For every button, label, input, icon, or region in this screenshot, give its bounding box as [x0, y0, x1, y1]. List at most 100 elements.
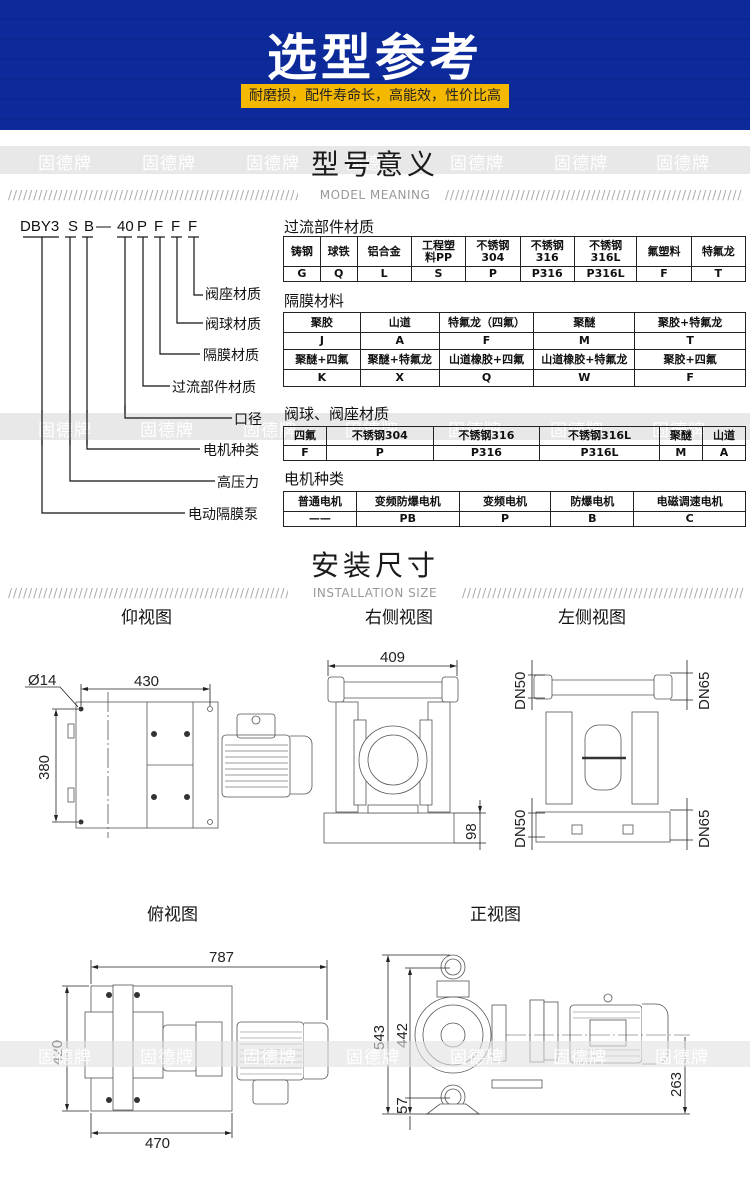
code-part: —	[96, 218, 111, 235]
section-title-model: 型号意义	[310, 148, 439, 181]
material-code-cell: J	[283, 332, 361, 350]
table-row: 聚胶山道特氟龙（四氟）聚醚聚胶+特氟龙	[283, 312, 746, 333]
code-part: F	[154, 218, 163, 235]
material-name-cell: 山道橡胶+特氟龙	[533, 349, 636, 370]
view-title-front: 正视图	[470, 905, 521, 925]
material-name-cell: 球铁	[319, 236, 358, 267]
watermark: 固德牌	[38, 421, 92, 440]
material-code-cell: F	[636, 266, 692, 282]
section-subtitle-model: ////////////////////////////////////////…	[0, 188, 750, 204]
table-title-motor: 电机种类	[284, 470, 345, 488]
motor-name-cell: 普通电机	[283, 491, 357, 512]
material-code-cell: K	[283, 369, 361, 387]
material-name-cell: 聚醚+特氟龙	[359, 349, 440, 370]
watermark: 固德牌	[243, 1048, 297, 1067]
divider: ////////////////////////////////////////…	[462, 586, 744, 600]
material-code-cell: P	[465, 266, 521, 282]
legend-high-pressure: 高压力	[217, 475, 259, 491]
material-code-cell: T	[690, 266, 747, 282]
material-name-cell: 工程塑料PP	[410, 236, 467, 267]
material-code-cell: S	[410, 266, 467, 282]
material-code-cell: P	[326, 445, 434, 461]
dim-base-height: 98	[463, 823, 480, 840]
legend-pump-type: 电动隔膜泵	[188, 507, 258, 523]
material-code-cell: F	[438, 332, 535, 350]
material-name-cell: 特氟龙（四氟）	[438, 312, 535, 333]
code-part: P	[137, 218, 147, 235]
material-code-cell: F	[634, 369, 746, 387]
material-code-cell: P316	[519, 266, 575, 282]
divider: ////////////////////////////////////////…	[8, 188, 298, 202]
view-title-bottom: 仰视图	[121, 608, 172, 628]
dim-bottom-height: 380	[36, 755, 53, 780]
material-name-cell: 不锈钢316L	[539, 426, 660, 446]
material-code-cell: W	[533, 369, 636, 387]
legend-motor-type: 电机种类	[203, 443, 259, 459]
material-name-cell: 不锈钢316	[432, 426, 541, 446]
legend-valve-ball: 阀球材质	[205, 317, 261, 333]
material-code-cell: G	[283, 266, 321, 282]
legend-valve-seat: 阀座材质	[205, 287, 261, 303]
material-name-cell: 聚胶+四氟	[634, 349, 746, 370]
motor-name-cell: 变频电机	[458, 491, 552, 512]
motor-code-cell: C	[633, 511, 746, 527]
dim-motor-axis: 263	[668, 1072, 685, 1097]
legend-diaphragm: 隔膜材质	[203, 348, 259, 364]
dim-top-left: DN50	[512, 672, 529, 710]
watermark: 固德牌	[38, 154, 92, 174]
watermark: 固德牌	[450, 154, 504, 174]
front-view-drawing: 543 442 57 263	[371, 954, 690, 1130]
material-name-cell: 聚醚	[533, 312, 636, 333]
watermark-band: 固德牌 固德牌 固德牌 固德牌 固德牌 固德牌 固德牌	[0, 146, 750, 174]
watermark: 固德牌	[553, 1048, 607, 1067]
watermark: 固德牌	[140, 1048, 194, 1067]
watermark: 固德牌	[346, 154, 400, 174]
material-name-cell: 不锈钢304	[326, 426, 434, 446]
dim-top-right: DN65	[696, 672, 713, 710]
material-code-cell: F	[282, 445, 328, 461]
watermark: 固德牌	[140, 421, 194, 440]
dim-base-width: 470	[145, 1135, 170, 1152]
motor-name-cell: 防爆电机	[550, 491, 635, 512]
view-title-right: 右侧视图	[365, 608, 433, 628]
code-part: F	[188, 218, 197, 235]
material-code-cell: M	[658, 445, 703, 461]
watermark: 固德牌	[142, 154, 196, 174]
material-code-cell: A	[701, 445, 747, 461]
dim-hole-diameter: Ø14	[28, 672, 56, 689]
dim-total-length: 787	[209, 949, 234, 966]
material-name-cell: 山道橡胶+四氟	[438, 349, 535, 370]
table-title-diaphragm: 隔膜材料	[284, 292, 345, 310]
banner-subtitle: 耐磨损，配件寿命长，高能效，性价比高	[241, 84, 509, 108]
header-banner: 选型参考 耐磨损，配件寿命长，高能效，性价比高	[0, 0, 750, 130]
material-name-cell: 聚胶	[283, 312, 361, 333]
material-code-cell: Q	[319, 266, 358, 282]
motor-code-cell: ——	[283, 511, 357, 527]
material-name-cell: 聚胶+特氟龙	[634, 312, 746, 333]
code-part: B	[84, 218, 94, 235]
motor-name-cell: 变频防爆电机	[355, 491, 460, 512]
subtitle-text: MODEL MEANING	[319, 188, 431, 202]
view-title-top: 俯视图	[147, 905, 198, 925]
motor-name-cell: 电磁调速电机	[633, 491, 746, 512]
code-part: S	[68, 218, 78, 235]
watermark: 固德牌	[656, 154, 710, 174]
watermark: 固德牌	[346, 1048, 400, 1067]
code-part: DBY3	[20, 218, 59, 235]
table-title-wetted: 过流部件材质	[284, 218, 375, 236]
watermark-band-faint	[0, 586, 750, 604]
section-subtitle-install: ////////////////////////////////////////…	[0, 586, 750, 602]
watermark: 固德牌	[243, 421, 297, 440]
subtitle-text: INSTALLATION SIZE	[312, 586, 438, 600]
material-code-cell: X	[359, 369, 440, 387]
code-part: F	[171, 218, 180, 235]
legend-wetted-parts: 过流部件材质	[172, 380, 256, 396]
banner-title: 选型参考	[267, 29, 483, 87]
divider: ////////////////////////////////////////…	[445, 188, 743, 202]
